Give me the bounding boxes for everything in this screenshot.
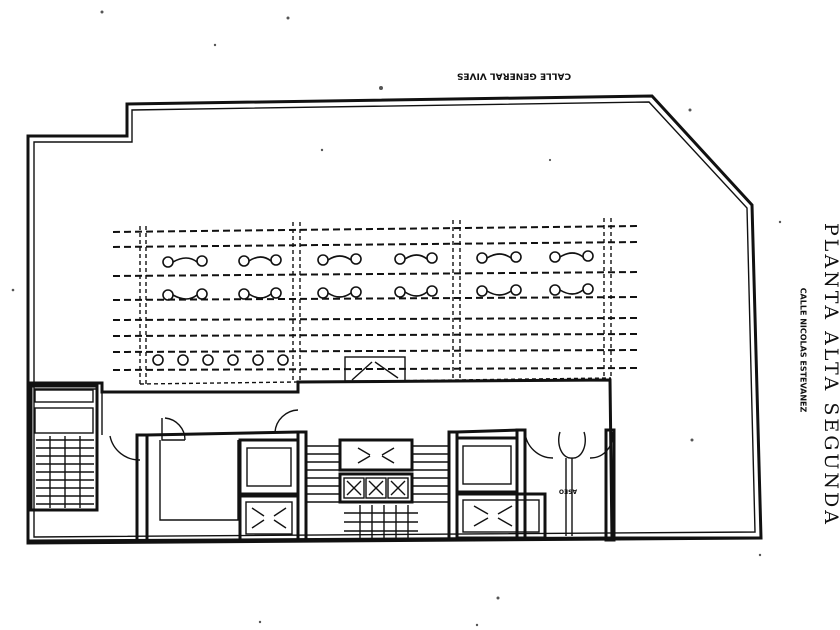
left-lobby: [101, 392, 299, 543]
left-lift: [238, 438, 300, 542]
scan-noise: [11, 10, 782, 627]
light-fixtures: [152, 250, 594, 366]
plan-title: PLANTA ALTA SEGUNDA: [820, 223, 840, 527]
core-wall: [28, 378, 614, 542]
toilet-block: [524, 428, 616, 542]
bottom-wall: [27, 536, 761, 543]
building-outline-inner: [33, 101, 756, 538]
building-outline: [26, 94, 763, 545]
street-label-right: CALLE NICOLAS ESTEVANEZ: [799, 288, 808, 413]
toilet-label: ASEO: [559, 488, 577, 495]
ceiling-supports: [139, 218, 612, 385]
street-label-top: CALLE GENERAL VIVES: [457, 71, 571, 81]
left-stair: [29, 384, 99, 512]
right-lift: [455, 428, 547, 540]
central-core: [296, 430, 459, 542]
central-opening: [344, 356, 406, 382]
